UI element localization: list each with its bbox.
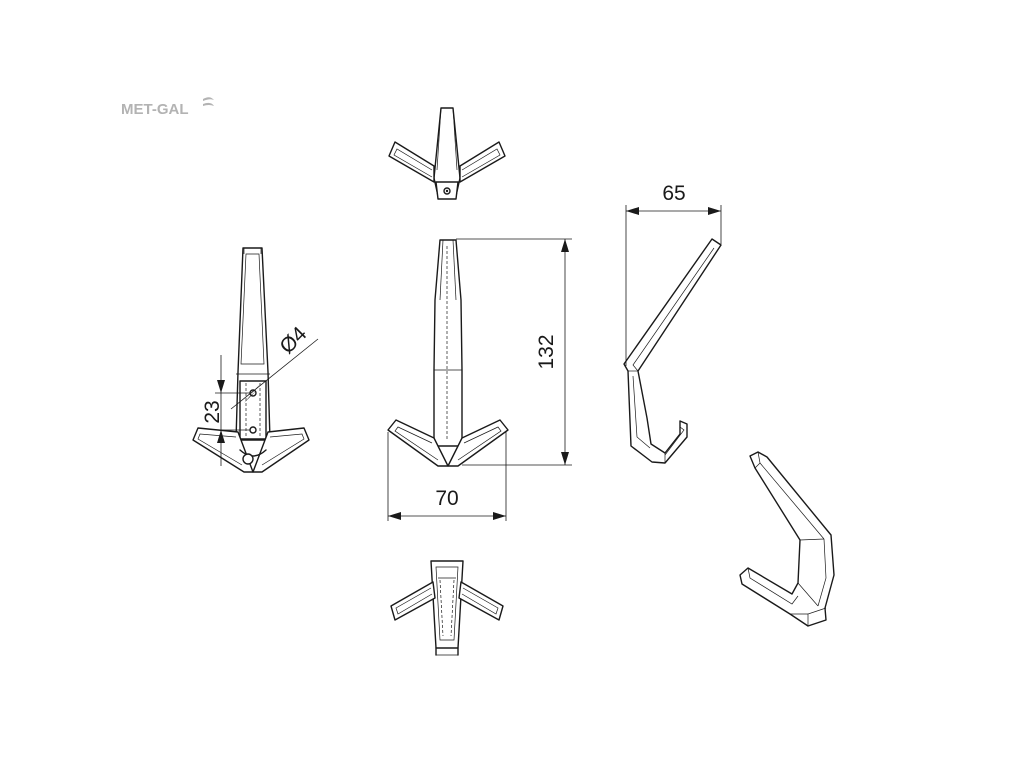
dimension-depth: 65: [625, 182, 722, 366]
width-label: 70: [435, 487, 458, 510]
dimension-width: 70: [387, 432, 507, 521]
back-view: [192, 247, 310, 473]
isometric-view: [739, 451, 835, 627]
front-view: [387, 239, 509, 467]
top-view: [388, 107, 506, 200]
brand-logo: MET-GAL: [121, 97, 214, 118]
bottom-view: [390, 560, 504, 656]
hole-diameter-label: Ø4: [275, 322, 311, 358]
logo-swoosh-icon: [203, 97, 214, 106]
logo-text: MET-GAL: [121, 101, 189, 118]
side-view: [623, 238, 722, 464]
hole-spacing-label: 23: [201, 400, 224, 423]
dimension-hole-spacing: 23: [201, 355, 250, 466]
height-label: 132: [535, 334, 558, 369]
depth-label: 65: [662, 182, 685, 205]
dimension-height: 132: [456, 238, 572, 466]
